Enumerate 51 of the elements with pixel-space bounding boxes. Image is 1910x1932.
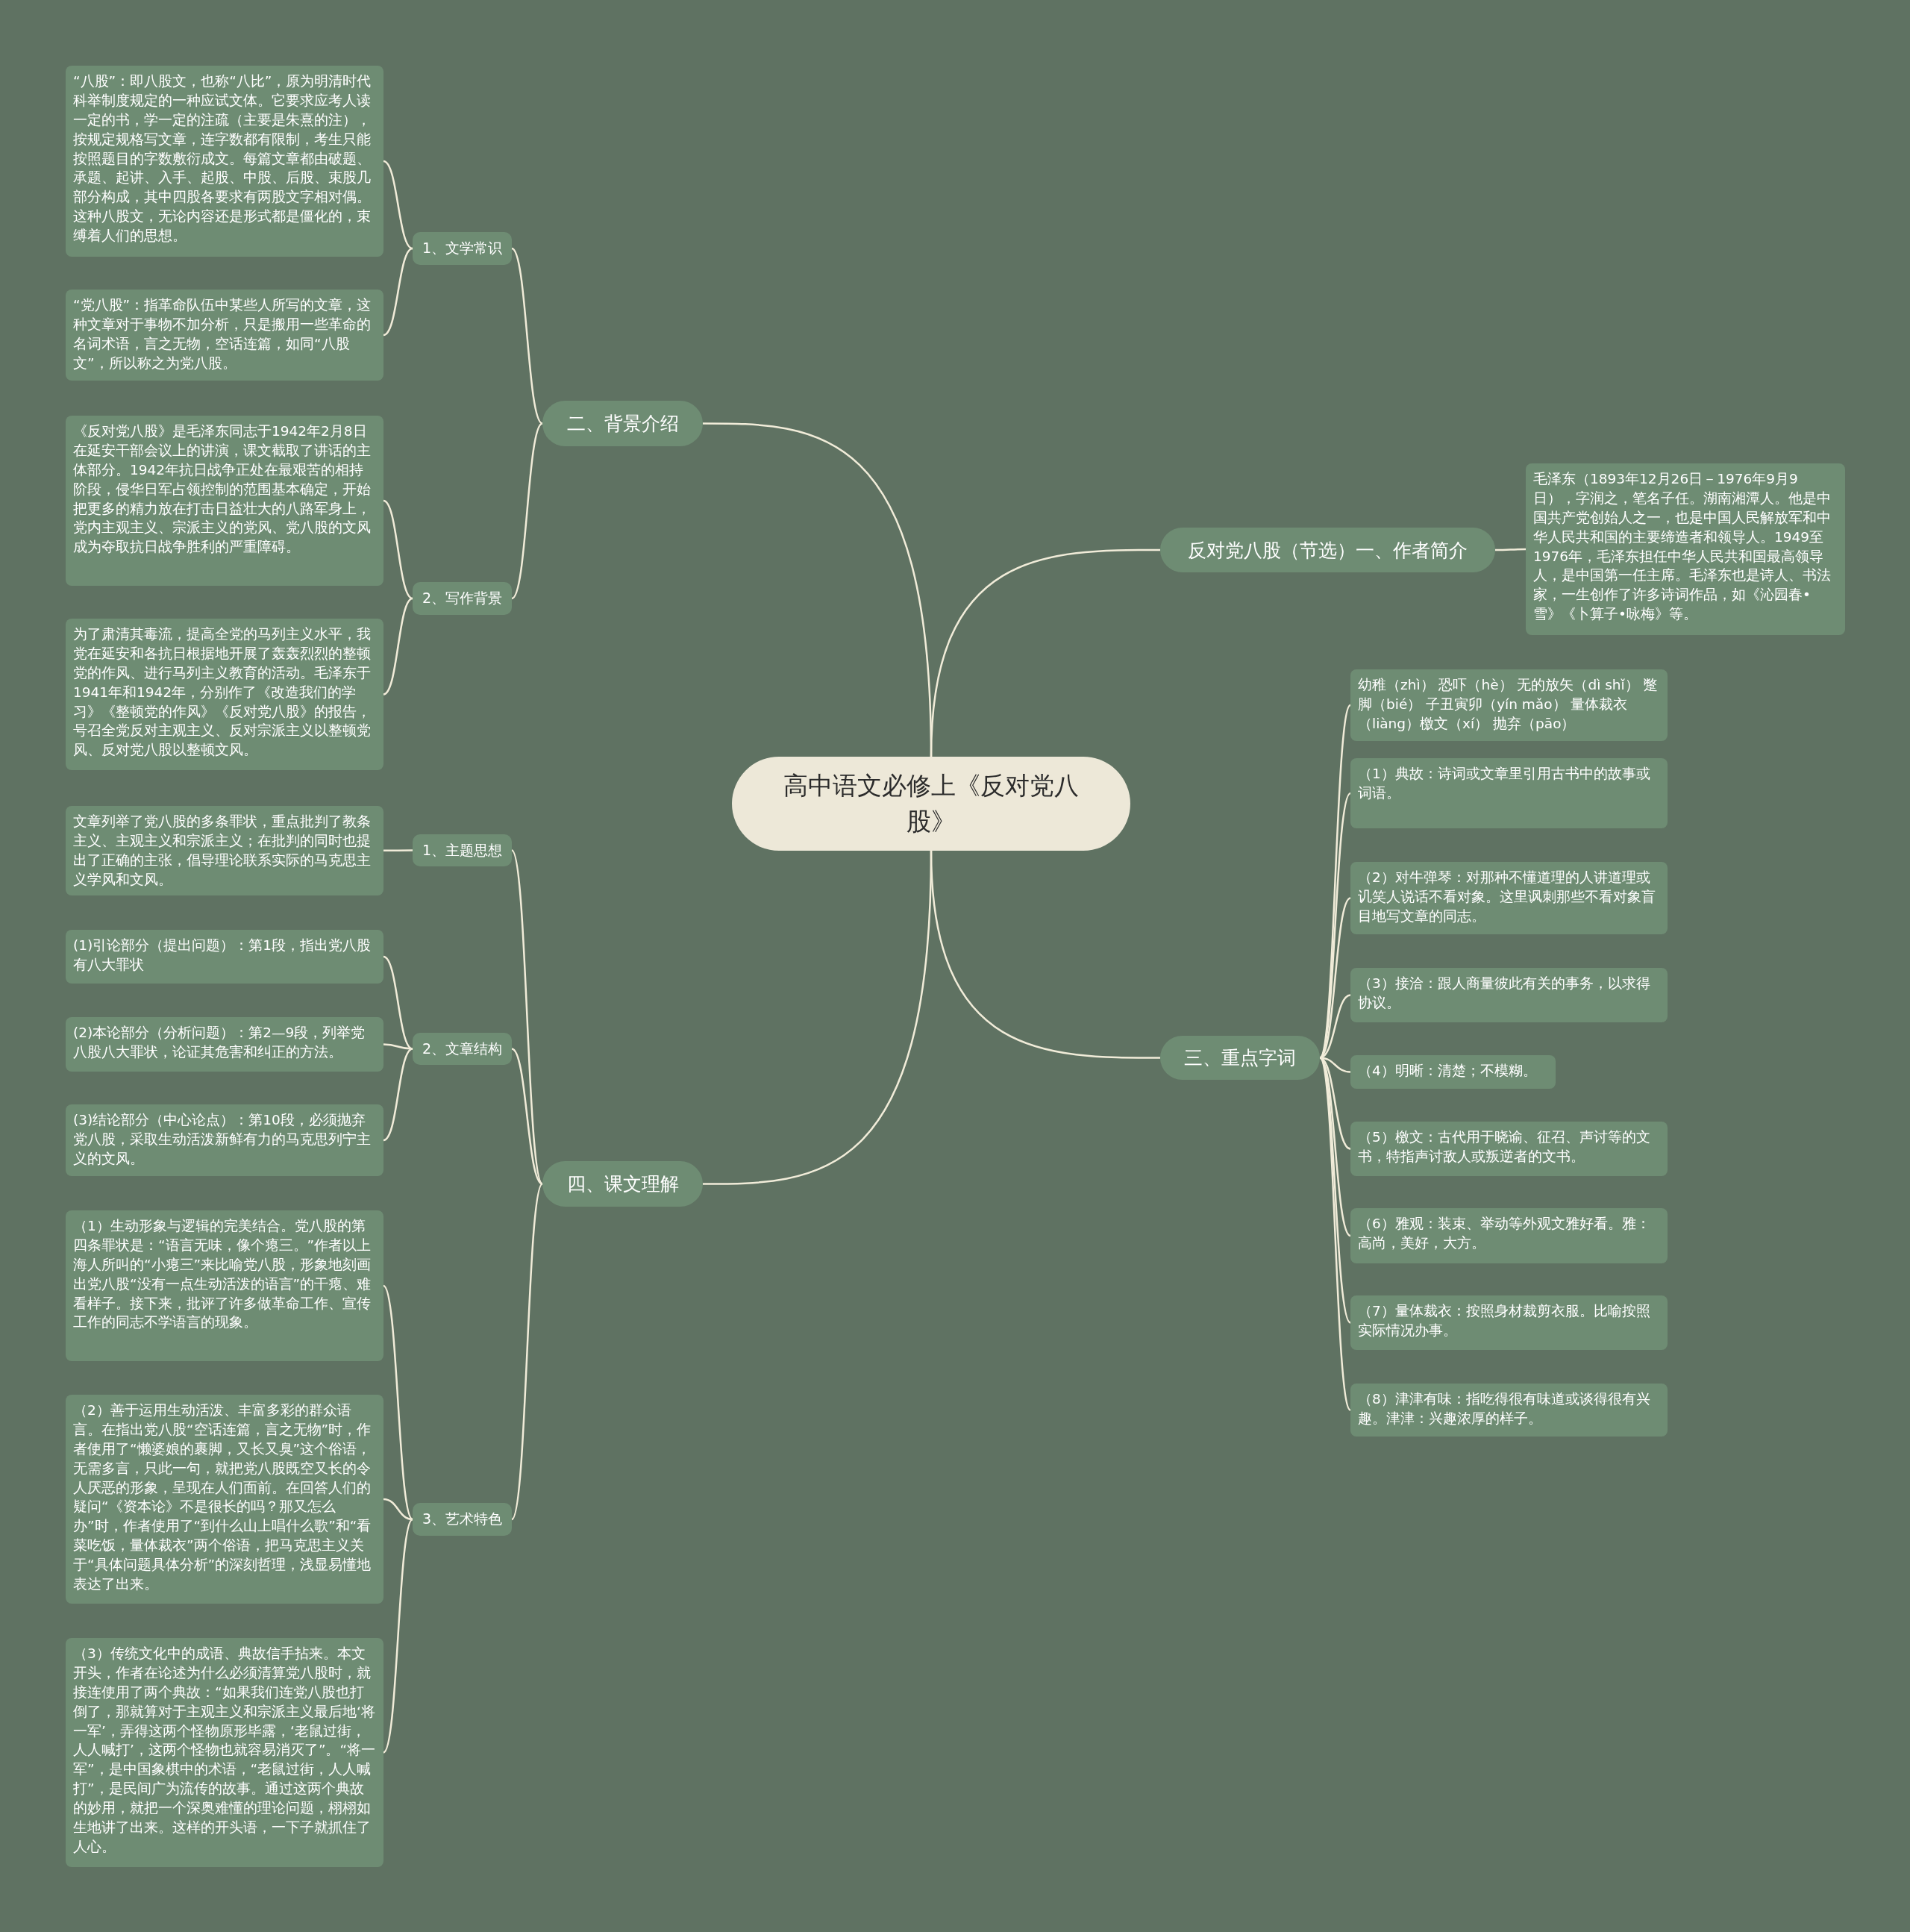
subtopic-label: 1、主题思想	[413, 834, 512, 866]
note-card: （3）传统文化中的成语、典故信手拈来。本文开头，作者在论述为什么必须清算党八股时，就接连使用了两个典故：“如果我们连党八股也打倒了，那就算对于主观主义和宗派主义最后地‘将一军’，弄得这两个怪物原形毕露，‘老鼠过街，人人喊打’，这两个怪物也就容易消灭了”。“将一军”，是中国象棋中的术语，“老鼠过街，人人喊打”，是民间广为流传的故事。通过这两个典故的妙用，就把一个深奥难懂的理论问题，栩栩如生地讲了出来。这样的开头语，一下子就抓住了人心。	[66, 1638, 383, 1867]
note-card: 毛泽东（1893年12月26日－1976年9月9日），字润之，笔名子任。湖南湘潭人。他是中国共产党创始人之一，也是中国人民解放军和中华人民共和国的主要缔造者和领导人。1949至1976年，毛泽东担任中华人民共和国最高领导人，是中国第一任主席。毛泽东也是诗人、书法家，一生创作了许多诗词作品，如《沁园春•雪》《卜算子•咏梅》等。	[1526, 463, 1845, 635]
subtopic-label: 1、文学常识	[413, 232, 512, 265]
note-card: 幼稚（zhì） 恐吓（hè） 无的放矢（dì shǐ） 蹩脚（bié） 子丑寅卯（yín mǎo） 量体裁衣（liàng）檄文（xí） 抛弃（pāo）	[1350, 669, 1668, 741]
connector-line	[930, 548, 1160, 757]
connector-line	[510, 1183, 544, 1520]
connector-line	[383, 849, 413, 852]
note-card: （2）善于运用生动活泼、丰富多彩的群众语言。在指出党八股“空话连篇，言之无物”时，作者使用了“懒婆娘的裹脚，又长又臭”这个俗语，无需多言，只此一句，就把党八股既空又长的令人厌恶的形象，呈现在人们面前。在回答人们的疑问“《资本论》不是很长的吗？那又怎么办”时，作者使用了“到什么山上唱什么歌”和“看菜吃饭，量体裁衣”两个俗语，把马克思主义关于“具体问题具体分析”的深刻哲理，浅显易懂地表达了出来。	[66, 1395, 383, 1604]
note-card: 文章列举了党八股的多条罪状，重点批判了教条主义、主观主义和宗派主义；在批判的同时也提出了正确的主张，倡导理论联系实际的马克思主义学风和文风。	[66, 806, 383, 895]
branch-topic: 二、背景介绍	[542, 401, 703, 446]
note-card: （7）量体裁衣：按照身材裁剪衣服。比喻按照实际情况办事。	[1350, 1295, 1668, 1350]
subtopic-label: 3、艺术特色	[413, 1503, 512, 1536]
note-card: “党八股”：指革命队伍中某些人所写的文章，这种文章对于事物不加分析，只是搬用一些革命的名词术语，言之无物，空话连篇，如同“八股文”，所以称之为党八股。	[66, 290, 383, 381]
connector-line	[511, 248, 543, 425]
note-card: （8）津津有味：指吃得很有味道或谈得很有兴趣。津津：兴趣浓厚的样子。	[1350, 1384, 1668, 1437]
note-card: （2）对牛弹琴：对那种不懂道理的人讲道理或讥笑人说话不看对象。这里讽刺那些不看对象盲目地写文章的同志。	[1350, 862, 1668, 934]
branch-topic: 反对党八股（节选）一、作者简介	[1160, 528, 1495, 572]
connector-line	[383, 597, 413, 695]
connector-line	[383, 955, 413, 1050]
connector-line	[511, 422, 543, 599]
note-card: （6）雅观：装束、举动等外观文雅好看。雅：高尚，美好，大方。	[1350, 1208, 1668, 1263]
note-card: “八股”：即八股文，也称“八比”，原为明清时代科举制度规定的一种应试文体。它要求应考人读一定的书，学一定的注疏（主要是朱熹的注），按规定规格写文章，连字数都有限制，考生只能按照题目的字数敷衍成文。每篇文章都由破题、承题、起讲、入手、起股、中股、后股、束股几部分构成，其中四股各要求有两股文字相对偶。这种八股文，无论内容还是形式都是僵化的，束缚着人们的思想。	[66, 66, 383, 257]
note-card: 《反对党八股》是毛泽东同志于1942年2月8日在延安干部会议上的讲演，课文截取了讲话的主体部分。1942年抗日战争正处在最艰苦的相持阶段，侵华日军占领控制的范围基本确定，开始把更多的精力放在打击日益壮大的八路军身上，党内主观主义、宗派主义的党风、党八股的文风成为夺取抗日战争胜利的严重障碍。	[66, 416, 383, 586]
connector-line	[511, 1048, 543, 1185]
connector-line	[383, 1048, 413, 1142]
connector-line	[703, 850, 933, 1185]
connector-line	[383, 499, 413, 600]
connector-line	[1318, 1057, 1352, 1411]
branch-topic: 三、重点字词	[1160, 1036, 1320, 1080]
branch-topic: 四、课文理解	[542, 1161, 703, 1207]
note-card: 为了肃清其毒流，提高全党的马列主义水平，我党在延安和各抗日根据地开展了轰轰烈烈的整顿党的作风、进行马列主义教育的活动。毛泽东于1941年和1942年，分别作了《改造我们的学习》《整顿党的作风》《反对党八股》的报告，号召全党反对主观主义、反对宗派主义以整顿党风、反对党八股以整顿文风。	[66, 619, 383, 770]
connector-line	[1495, 548, 1526, 551]
note-card: （4）明晰：清楚；不模糊。	[1350, 1055, 1556, 1089]
note-card: (2)本论部分（分析问题）：第2—9段，列举党八股八大罪状，论证其危害和纠正的方法。	[66, 1017, 383, 1072]
note-card: （3）接洽：跟人商量彼此有关的事务，以求得协议。	[1350, 968, 1668, 1022]
note-card: （1）典故：诗词或文章里引用古书中的故事或词语。	[1350, 758, 1668, 828]
note-card: （1）生动形象与逻辑的完美结合。党八股的第四条罪状是：“语言无味，像个瘪三。”作者以上海人所叫的“小瘪三”来比喻党八股，形象地刻画出党八股“没有一点生动活泼的语言”的干瘪、难看样子。接下来，批评了许多做革命工作、宣传工作的同志不学语言的现象。	[66, 1210, 383, 1361]
connector-line	[383, 1498, 413, 1521]
connector-line	[383, 1285, 413, 1520]
connector-line	[510, 849, 544, 1185]
connector-line	[1318, 793, 1352, 1059]
connector-line	[383, 1519, 413, 1754]
connector-line	[383, 247, 413, 337]
note-card: (1)引论部分（提出问题）：第1段，指出党八股有八大罪状	[66, 930, 383, 984]
subtopic-label: 2、文章结构	[413, 1033, 512, 1065]
note-card: （5）檄文：古代用于晓谕、征召、声讨等的文书，特指声讨敌人或叛逆者的文书。	[1350, 1122, 1668, 1176]
note-card: (3)结论部分（中心论点）：第10段，必须抛弃党八股，采取生动活泼新鲜有力的马克思列宁主义的文风。	[66, 1104, 383, 1176]
central-topic: 高中语文必修上《反对党八股》	[732, 757, 1130, 851]
connector-line	[383, 160, 413, 250]
subtopic-label: 2、写作背景	[413, 582, 512, 615]
